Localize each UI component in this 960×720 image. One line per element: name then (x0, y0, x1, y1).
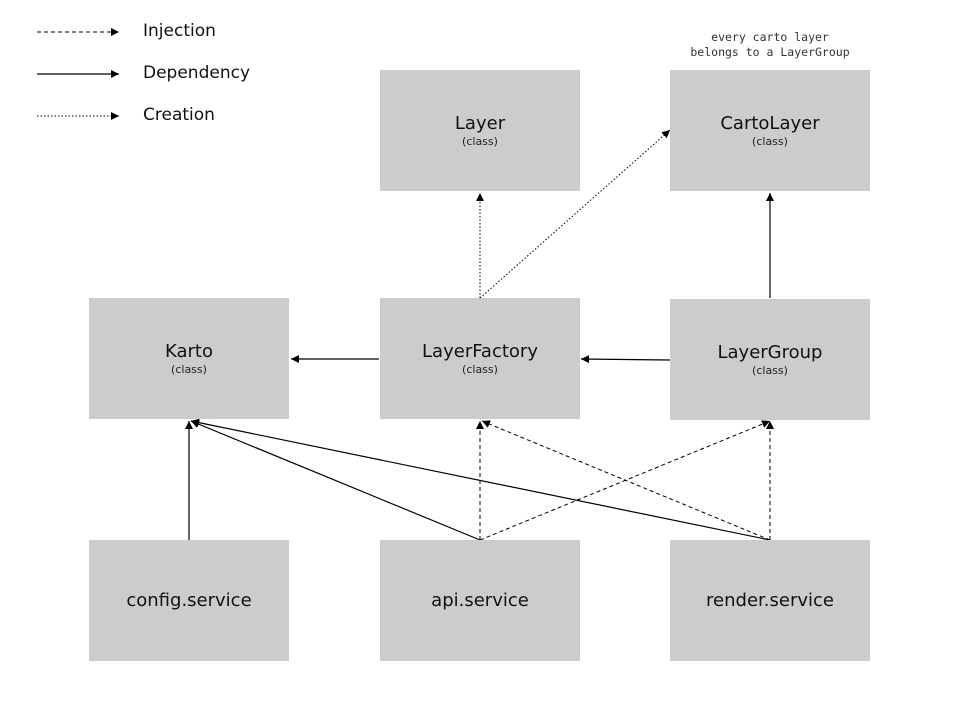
edge-layergroup-to-layerfactory (580, 355, 671, 364)
node-karto-kind: (class) (171, 362, 207, 376)
node-layer-name: Layer (454, 112, 506, 134)
edge-render-service-injects-layerfactory (481, 420, 771, 541)
node-layer-kind: (class) (462, 134, 498, 148)
node-layerfactory-kind: (class) (462, 362, 498, 376)
node-karto-name: Karto (165, 340, 213, 362)
node-karto: Karto (class) (89, 298, 289, 419)
edge-api-service-to-karto (190, 420, 481, 541)
node-layergroup: LayerGroup (class) (670, 299, 870, 420)
node-api-service: api.service (380, 540, 580, 661)
node-render-service: render.service (670, 540, 870, 661)
legend-creation-label: Creation (143, 105, 215, 125)
node-config-service-name: config.service (126, 589, 252, 611)
legend-injection-label: Injection (143, 21, 216, 41)
node-cartolayer-kind: (class) (752, 134, 788, 148)
node-layergroup-kind: (class) (752, 363, 788, 377)
edge-layerfactory-creates-cartolayer (479, 129, 671, 299)
node-config-service: config.service (89, 540, 289, 661)
node-cartolayer: CartoLayer (class) (670, 70, 870, 191)
node-layerfactory: LayerFactory (class) (380, 298, 580, 419)
node-render-service-name: render.service (706, 589, 834, 611)
cartolayer-note: every carto layer belongs to a LayerGrou… (690, 30, 850, 59)
legend-dependency-label: Dependency (143, 63, 251, 83)
node-layergroup-name: LayerGroup (717, 341, 823, 363)
node-layer: Layer (class) (380, 70, 580, 191)
node-api-service-name: api.service (431, 589, 529, 611)
node-cartolayer-name: CartoLayer (720, 112, 820, 134)
node-layerfactory-name: LayerFactory (422, 340, 538, 362)
